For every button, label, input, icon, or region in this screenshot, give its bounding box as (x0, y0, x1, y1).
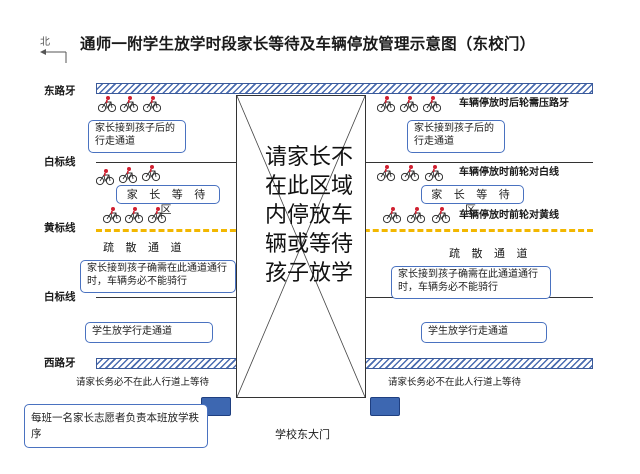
white-line-1-label: 白标线 (44, 156, 76, 168)
bicycle-icon (400, 95, 418, 113)
bicycle-icon (377, 95, 395, 113)
right-walkway-note: 请家长务必不在此人行道上等待 (388, 377, 522, 388)
no-parking-notice: 请家长不在此区域内停放车辆或等待孩子放学 (265, 145, 354, 286)
bicycle-icon (377, 164, 395, 182)
bicycle-icon (125, 206, 143, 224)
no-parking-cross (237, 96, 365, 397)
bicycle-icon (383, 206, 401, 224)
bicycle-icon (432, 206, 450, 224)
bicycle-icon (407, 206, 425, 224)
bicycle-icon (120, 95, 138, 113)
gate-pillar-right (370, 397, 400, 416)
west-curb-label: 西路牙 (44, 357, 76, 369)
left-evac-note-box: 家长接到孩子确需在此通道通行时，车辆务必不能骑行 (80, 260, 236, 293)
bicycle-icon (103, 206, 121, 224)
north-arrow-icon (40, 49, 67, 63)
left-exit-path-box: 家长接到孩子后的行走通道 (88, 120, 186, 153)
bicycle-icon (142, 164, 160, 182)
left-walkway-note: 请家长务必不在此人行道上等待 (76, 377, 210, 388)
yellow-line-label: 黄标线 (44, 222, 76, 234)
left-waiting-area-box: 家 长 等 待 区 (116, 185, 220, 216)
east-curb-label: 东路牙 (44, 85, 76, 97)
bicycle-icon (425, 164, 443, 182)
bicycle-icon (143, 95, 161, 113)
right-waiting-area-box: 家 长 等 待 区 (421, 185, 524, 216)
white-line-2-label: 白标线 (44, 291, 76, 303)
bicycle-icon (96, 168, 114, 186)
front-yellow-note: 车辆停放时前轮对黄线 (459, 210, 559, 221)
no-parking-zone: 请家长不在此区域内停放车辆或等待孩子放学 (236, 95, 366, 398)
right-exit-path-box: 家长接到孩子后的行走通道 (407, 120, 505, 153)
gate-label: 学校东大门 (275, 428, 330, 441)
left-student-path-box: 学生放学行走通道 (85, 322, 213, 343)
bicycle-icon (119, 166, 137, 184)
left-evac-channel-label: 疏 散 通 道 (103, 241, 186, 254)
right-evac-note-box: 家长接到孩子确需在此通道通行时，车辆务必不能骑行 (391, 266, 551, 299)
volunteer-note-box: 每班一名家长志愿者负责本班放学秩序 (24, 404, 208, 448)
page-title: 通师一附学生放学时段家长等待及车辆停放管理示意图（东校门） (80, 35, 536, 53)
rear-wheel-note: 车辆停放时后轮需压路牙 (459, 98, 569, 109)
right-student-path-box: 学生放学行走通道 (421, 322, 547, 343)
bicycle-icon (401, 164, 419, 182)
north-label: 北 (40, 37, 50, 48)
front-white-note: 车辆停放时前轮对白线 (459, 167, 559, 178)
bicycle-icon (98, 95, 116, 113)
right-evac-channel-label: 疏 散 通 道 (449, 247, 532, 260)
bicycle-icon (423, 95, 441, 113)
east-curb (96, 83, 593, 94)
